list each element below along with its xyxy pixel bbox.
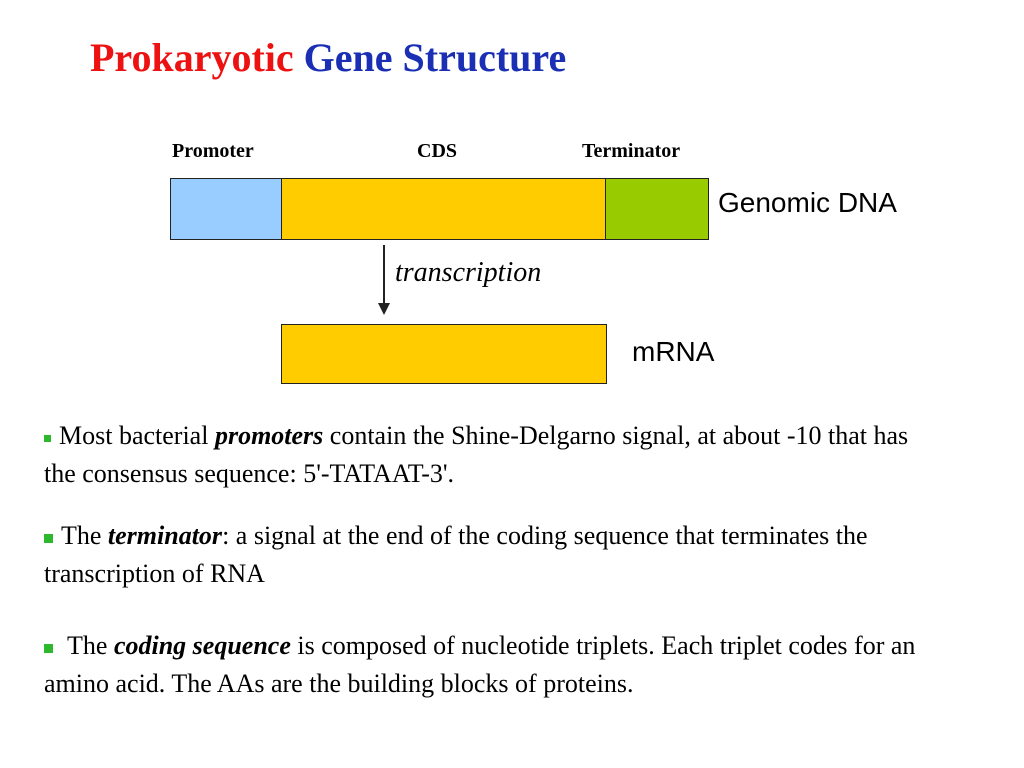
slide-title: Prokaryotic Gene Structure (90, 36, 566, 80)
genomic-dna-label: Genomic DNA (718, 187, 897, 218)
bullet-terminator: The terminator: a signal at the end of t… (44, 517, 944, 593)
bullet-square-icon (44, 434, 51, 442)
bullet-3-pre: The (61, 631, 114, 660)
cds-label: CDS (417, 140, 458, 162)
terminator-segment (605, 178, 709, 240)
bullet-2-emph: terminator (107, 521, 223, 550)
promoter-label: Promoter (172, 140, 254, 162)
terminator-label: Terminator (582, 140, 681, 162)
cds-segment (281, 178, 607, 240)
title-part-2: Gene Structure (303, 35, 567, 80)
transcription-label: transcription (395, 257, 542, 288)
transcription-arrow-head (378, 303, 390, 315)
bullet-1-emph: promoters (214, 421, 324, 450)
bullet-3-emph: coding sequence (113, 631, 291, 660)
bullet-promoters: Most bacterial promoters contain the Shi… (44, 417, 944, 493)
promoter-segment (170, 178, 283, 240)
bullet-2-post: : a signal at the end of the coding sequ… (44, 521, 868, 588)
mrna-segment (281, 324, 607, 384)
mrna-label: mRNA (632, 336, 715, 367)
bullet-coding-sequence: The coding sequence is composed of nucle… (44, 627, 944, 703)
bullet-square-icon (44, 533, 53, 543)
transcription-arrow (383, 245, 385, 305)
bullet-1-pre: Most bacterial (59, 421, 215, 450)
bullet-square-icon (44, 643, 53, 653)
bullet-3-post: is composed of nucleotide triplets. Each… (44, 631, 916, 698)
bullet-2-pre: The (61, 521, 108, 550)
title-part-1: Prokaryotic (90, 35, 294, 80)
bullet-1-post: contain the Shine-Delgarno signal, at ab… (44, 421, 909, 488)
